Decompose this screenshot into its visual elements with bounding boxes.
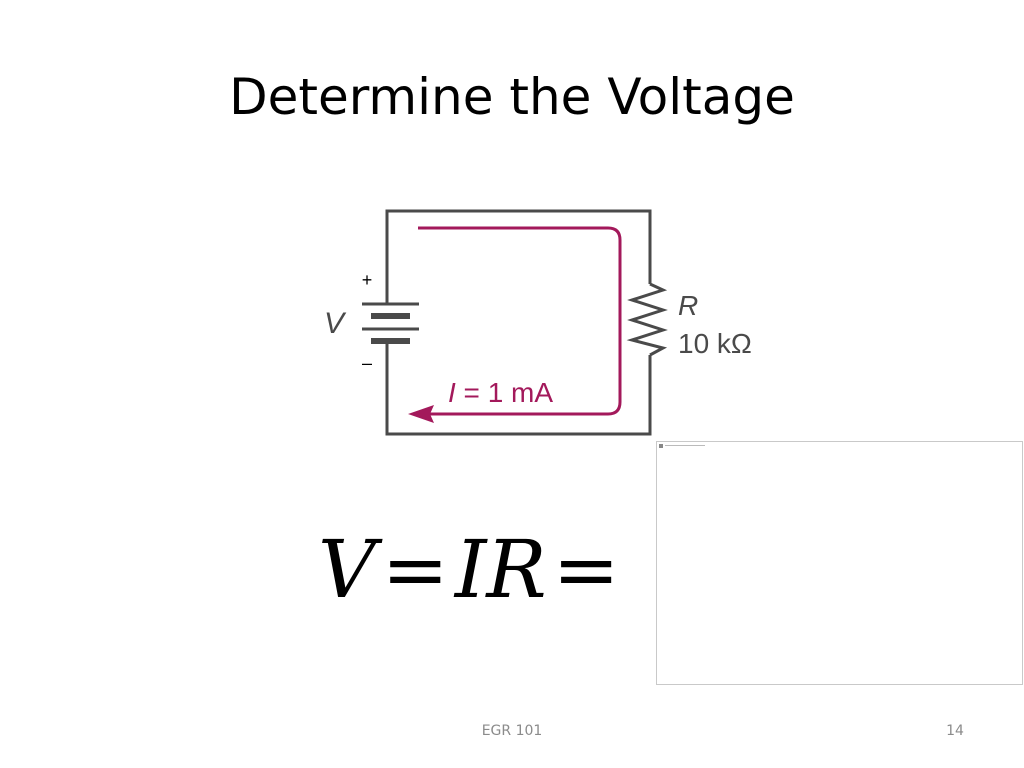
current-label: I = 1 mA	[448, 377, 553, 408]
plus-sign: +	[362, 270, 373, 290]
battery-symbol	[362, 283, 419, 344]
current-arrowhead	[408, 405, 434, 423]
page-number: 14	[946, 723, 964, 739]
source-label: V	[324, 307, 347, 340]
current-value: = 1 mA	[456, 377, 554, 408]
equation-v: V	[318, 523, 376, 616]
resistor-value: 10 kΩ	[678, 328, 752, 359]
circuit-wire	[385, 209, 652, 436]
current-arrow-path	[418, 226, 622, 416]
resistor-symbol	[626, 282, 668, 357]
embedded-object-caption-line	[665, 445, 705, 446]
circuit-diagram: + – V R 10 kΩ I = 1 mA	[324, 209, 752, 436]
current-symbol: I	[448, 377, 456, 408]
resistor-label: R	[678, 290, 698, 321]
slide-title: Determine the Voltage	[229, 68, 795, 126]
minus-sign: –	[362, 353, 372, 373]
ohms-law-equation: V=IR=	[318, 520, 626, 620]
equation-equals-1: =	[381, 523, 449, 616]
equation-ir: IR	[454, 523, 547, 616]
footer-text: EGR 101	[481, 723, 543, 739]
embedded-object-frame[interactable]	[656, 441, 1023, 685]
embedded-object-icon	[659, 444, 663, 448]
equation-equals-2: =	[552, 523, 620, 616]
